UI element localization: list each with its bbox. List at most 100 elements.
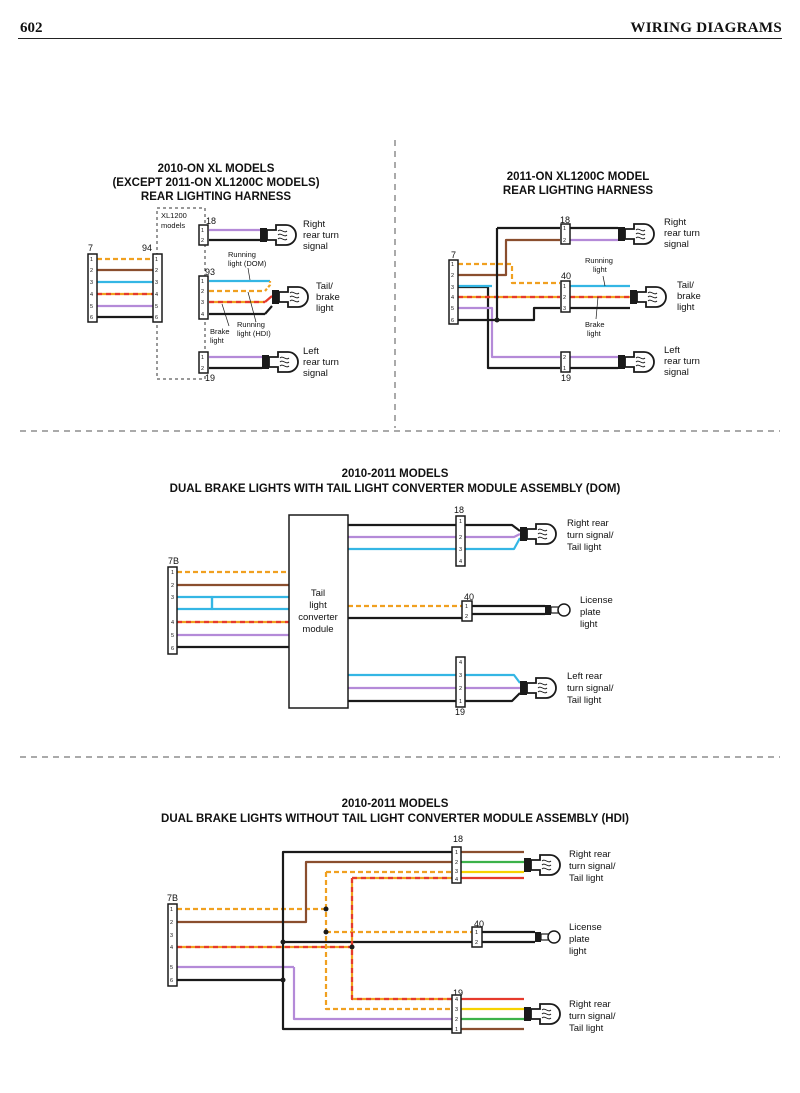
svg-text:6: 6 <box>155 315 158 321</box>
d3-title-line1: 2010-2011 MODELS <box>342 468 449 480</box>
d3-connectors <box>167 515 473 708</box>
d2-title-line2: REAR LIGHTING HARNESS <box>503 185 653 197</box>
svg-text:2: 2 <box>455 860 458 866</box>
d2-wires <box>458 226 630 370</box>
d2-right-turn-bulb-icon <box>617 223 655 245</box>
svg-text:2: 2 <box>459 686 462 692</box>
d4-license-1: License <box>569 922 602 933</box>
svg-text:2: 2 <box>563 238 566 244</box>
d1-conn-94-label: 94 <box>142 243 152 253</box>
d3-conn-19-label: 19 <box>455 707 465 717</box>
svg-text:5: 5 <box>451 306 454 312</box>
svg-text:4: 4 <box>459 660 462 666</box>
svg-text:2: 2 <box>451 273 454 279</box>
d3-title-line2: DUAL BRAKE LIGHTS WITH TAIL LIGHT CONVER… <box>170 483 621 495</box>
d1-right-turn-2: rear turn <box>303 230 339 241</box>
d4-lower-bulb-icon <box>523 1003 561 1025</box>
svg-text:1: 1 <box>563 284 566 290</box>
d4-conn-19-label: 19 <box>453 988 463 998</box>
svg-text:5: 5 <box>90 304 93 310</box>
d2-left-turn-1: Left <box>664 345 680 356</box>
svg-text:6: 6 <box>171 646 174 652</box>
d3-right-1: Right rear <box>567 518 609 529</box>
svg-text:1: 1 <box>455 1027 458 1033</box>
d1-conn-19-label: 19 <box>205 373 215 383</box>
svg-text:1: 1 <box>155 257 158 263</box>
svg-text:2: 2 <box>170 920 173 926</box>
d1-xl1200-label-1: XL1200 <box>161 211 187 220</box>
d1-connectors <box>87 224 209 374</box>
d4-connectors <box>167 846 483 1034</box>
svg-text:4: 4 <box>455 997 458 1003</box>
header-rule <box>18 38 782 39</box>
d1-right-turn-3: signal <box>303 241 328 252</box>
page-title: WIRING DIAGRAMS <box>630 20 782 36</box>
d3-conn-40-label: 40 <box>464 592 474 602</box>
svg-text:1: 1 <box>171 570 174 576</box>
svg-text:2: 2 <box>455 1017 458 1023</box>
d3-right-2: turn signal/ <box>567 530 614 541</box>
svg-text:1: 1 <box>459 519 462 525</box>
d2-conn-40-label: 40 <box>561 271 571 281</box>
d3-module-3: converter <box>298 612 338 623</box>
svg-text:6: 6 <box>451 318 454 324</box>
svg-text:2: 2 <box>201 238 204 244</box>
d4-conn-7b-label: 7B <box>167 893 178 903</box>
svg-text:2: 2 <box>201 289 204 295</box>
svg-text:4: 4 <box>201 312 204 318</box>
d1-title-line2: (EXCEPT 2011-ON XL1200C MODELS) <box>112 177 319 189</box>
d2-brake-1: Brake <box>585 320 605 329</box>
d3-converter-module <box>288 514 349 709</box>
svg-text:1: 1 <box>455 850 458 856</box>
d1-wires <box>97 228 273 370</box>
d1-conn-7-label: 7 <box>88 243 93 253</box>
d3-conn-7b-label: 7B <box>168 556 179 566</box>
svg-text:1: 1 <box>170 907 173 913</box>
page-header: 602 WIRING DIAGRAMS <box>0 0 800 40</box>
d3-conn-18-label: 18 <box>454 505 464 515</box>
svg-text:4: 4 <box>90 292 93 298</box>
diagram-dom-converter: 2010-2011 MODELS DUAL BRAKE LIGHTS WITH … <box>167 468 621 717</box>
d2-running-2: light <box>593 265 608 274</box>
svg-text:2: 2 <box>465 614 468 620</box>
page-number: 602 <box>20 20 43 36</box>
svg-text:1: 1 <box>563 366 566 372</box>
svg-text:5: 5 <box>155 304 158 310</box>
d4-conn-40-label: 40 <box>474 919 484 929</box>
d1-brake-1: Brake <box>210 327 230 336</box>
svg-text:1: 1 <box>459 699 462 705</box>
svg-text:2: 2 <box>90 268 93 274</box>
d2-conn-18-label: 18 <box>560 215 570 225</box>
svg-text:1: 1 <box>451 262 454 268</box>
d2-connectors <box>448 223 571 373</box>
d1-xl1200-label-2: models <box>161 221 185 230</box>
d2-right-turn-2: rear turn <box>664 228 700 239</box>
svg-text:4: 4 <box>451 295 454 301</box>
d1-left-turn-bulb-icon <box>261 351 299 373</box>
d3-module-1: Tail <box>311 588 325 599</box>
section-dividers <box>20 140 780 758</box>
svg-text:1: 1 <box>563 226 566 232</box>
svg-text:5: 5 <box>170 965 173 971</box>
d1-left-turn-2: rear turn <box>303 357 339 368</box>
diagram-2011-on-xl1200c: 2011-ON XL1200C MODEL REAR LIGHTING HARN… <box>448 171 701 383</box>
d3-module-2: light <box>309 600 327 611</box>
svg-text:3: 3 <box>451 285 454 291</box>
d2-left-turn-3: signal <box>664 367 689 378</box>
d4-license-2: plate <box>569 934 590 945</box>
d3-left-2: turn signal/ <box>567 683 614 694</box>
d4-title-line2: DUAL BRAKE LIGHTS WITHOUT TAIL LIGHT CON… <box>161 813 629 825</box>
svg-text:3: 3 <box>455 869 458 875</box>
svg-text:1: 1 <box>201 279 204 285</box>
d1-tail-brake-3: light <box>316 303 334 314</box>
d3-left-bulb-icon <box>519 677 557 699</box>
d4-license-3: light <box>569 946 587 957</box>
d2-running-1: Running <box>585 256 613 265</box>
d2-leader-lines <box>595 275 606 320</box>
svg-text:3: 3 <box>171 595 174 601</box>
d1-running-dom-1: Running <box>228 250 256 259</box>
d3-license-3: light <box>580 619 598 630</box>
d2-left-turn-2: rear turn <box>664 356 700 367</box>
diagram-hdi-no-converter: 2010-2011 MODELS DUAL BRAKE LIGHTS WITHO… <box>161 798 629 1034</box>
